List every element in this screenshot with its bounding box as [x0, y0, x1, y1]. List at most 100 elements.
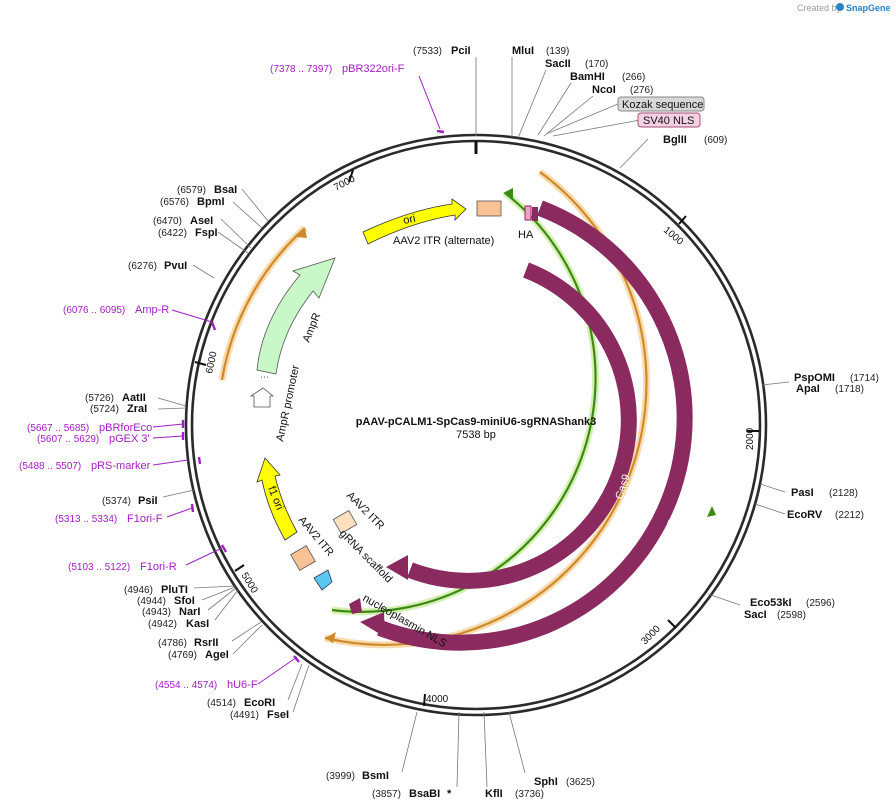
primer-f1orif-range: (5313 .. 5334) — [55, 514, 117, 525]
site-ncoi-pos: (276) — [630, 85, 653, 96]
primer-pbrforeco-range: (5667 .. 5685) — [27, 423, 89, 434]
orange-band-left-arrow — [297, 228, 307, 238]
site-sfoi-pos: (4944) — [137, 596, 166, 607]
site-asei-name: AseI — [190, 215, 213, 227]
site-ecorv-pos: (2212) — [835, 510, 864, 521]
site-apai-pos: (1718) — [835, 384, 864, 395]
aav2-itr-alternate-label: AAV2 ITR (alternate) — [393, 235, 494, 247]
f1-ori-arrow — [256, 457, 298, 541]
primer-ampr-name: Amp-R — [135, 304, 169, 316]
primer-hu6-range: (4554 .. 4574) — [155, 680, 217, 691]
site-sacii-pos: (170) — [585, 59, 608, 70]
primer-f1orir-name: F1ori-R — [140, 561, 177, 573]
kozak-sequence-badge — [617, 96, 705, 112]
site-ecori-name: EcoRI — [244, 697, 275, 709]
sv40-nls-badge — [637, 112, 701, 128]
snapgene-logo-icon — [836, 3, 844, 11]
tick-label-6000: 6000 — [204, 350, 219, 374]
site-bpmi-name: BpmI — [197, 196, 225, 208]
site-psii-pos: (5374) — [102, 496, 131, 507]
kozak-sequence-label: Kozak sequence — [622, 99, 703, 111]
tick-label-3000: 3000 — [639, 623, 663, 647]
site-bamhi-name: BamHI — [570, 71, 605, 83]
tick-label-7000: 7000 — [332, 173, 357, 193]
site-bsmi-name: BsmI — [362, 770, 389, 782]
site-saci-pos: (2598) — [777, 610, 806, 621]
cas9-inner-arc — [407, 262, 637, 589]
green-band — [331, 192, 597, 613]
site-bsmi-pos: (3999) — [326, 771, 355, 782]
site-pcii-pos: (7533) — [413, 46, 442, 57]
site-pasi-pos: (2128) — [829, 488, 858, 499]
primer-prs-range: (5488 .. 5507) — [19, 461, 81, 472]
site-bamhi-pos: (266) — [622, 72, 645, 83]
site-sfoi-name: SfoI — [174, 595, 195, 607]
site-mlui-name: MluI — [512, 45, 534, 57]
site-pcii-name: PciI — [451, 45, 471, 57]
site-rsrii-name: RsrII — [194, 637, 218, 649]
site-kfli-pos: (3736) — [515, 789, 544, 800]
grna-scaffold-arrow — [313, 569, 333, 591]
site-pvui-pos: (6276) — [128, 261, 157, 272]
grna-scaffold-label: gRNA scaffold — [337, 528, 395, 586]
sv40-nls-label: SV40 NLS — [643, 115, 694, 127]
cas9-outer-arrowhead — [360, 612, 385, 637]
nucleoplasmin-nls-arrow — [349, 598, 362, 614]
site-zrai-name: ZraI — [127, 403, 147, 415]
aav2-itr-alternate-box — [476, 200, 502, 217]
cas9-outer-arc — [377, 200, 693, 651]
site-pasi-name: PasI — [791, 487, 814, 499]
site-sphi-pos: (3625) — [566, 777, 595, 788]
ampr-arrow — [256, 257, 336, 375]
enzyme-leader-lines — [157, 57, 790, 788]
site-ncoi-name: NcoI — [592, 84, 616, 96]
credit-brand: SnapGene — [846, 3, 891, 13]
site-pvui-name: PvuI — [164, 260, 187, 272]
site-agei-name: AgeI — [205, 649, 229, 661]
tick-label-2000: 2000 — [745, 427, 756, 450]
site-ecori-pos: (4514) — [207, 698, 236, 709]
site-sacii-name: SacII — [545, 58, 571, 70]
site-nari-pos: (4943) — [142, 607, 171, 618]
tick-label-4000: 4000 — [426, 694, 449, 705]
site-eco53ki-name: Eco53kI — [750, 597, 792, 609]
cas9-inner-arrowhead — [386, 555, 408, 580]
ha-tag — [524, 205, 532, 221]
site-ecorv-name: EcoRV — [787, 509, 823, 521]
site-eco53ki-pos: (2596) — [806, 598, 835, 609]
site-sphi-name: SphI — [534, 776, 558, 788]
ampr-promoter-label: AmpR promoter — [274, 364, 302, 443]
site-kasi-name: KasI — [186, 618, 209, 630]
primer-prs-name: pRS-marker — [91, 460, 151, 472]
primer-marks — [181, 129, 445, 663]
primer-pbr322-name: pBR322ori-F — [342, 63, 405, 75]
sv40-nls-box — [532, 207, 538, 221]
site-pspomi-pos: (1714) — [850, 373, 879, 384]
site-zrai-pos: (5724) — [90, 404, 119, 415]
plasmid-size: 7538 bp — [456, 429, 496, 441]
site-bsai-pos: (6579) — [177, 185, 206, 196]
site-fspi-pos: (6422) — [158, 228, 187, 239]
site-saci-name: SacI — [744, 609, 767, 621]
site-fsei-pos: (4491) — [230, 710, 259, 721]
site-apai-name: ApaI — [796, 383, 820, 395]
primer-hu6-name: hU6-F — [227, 679, 258, 691]
primer-f1orir-range: (5103 .. 5122) — [68, 562, 130, 573]
site-agei-pos: (4769) — [168, 650, 197, 661]
site-nari-name: NarI — [179, 606, 200, 618]
ha-label: HA — [518, 229, 534, 241]
ampr-label: AmpR — [301, 311, 324, 344]
site-fspi-name: FspI — [195, 227, 218, 239]
site-mlui-pos: (139) — [546, 46, 569, 57]
site-bglii-name: BglII — [663, 134, 687, 146]
aav2-itr-box-inner — [332, 510, 358, 534]
ampr-promoter-arrow — [249, 387, 275, 408]
credit-text: Created by — [797, 3, 842, 13]
primer-pgex-name: pGEX 3' — [109, 433, 150, 445]
site-bsai-name: BsaI — [214, 184, 237, 196]
primer-f1orif-name: F1ori-F — [127, 513, 163, 525]
primer-pbrforeco-name: pBRforEco — [99, 422, 152, 434]
site-bpmi-pos: (6576) — [160, 197, 189, 208]
site-bsabi-mark: * — [447, 788, 452, 800]
site-fsei-name: FseI — [267, 709, 289, 721]
